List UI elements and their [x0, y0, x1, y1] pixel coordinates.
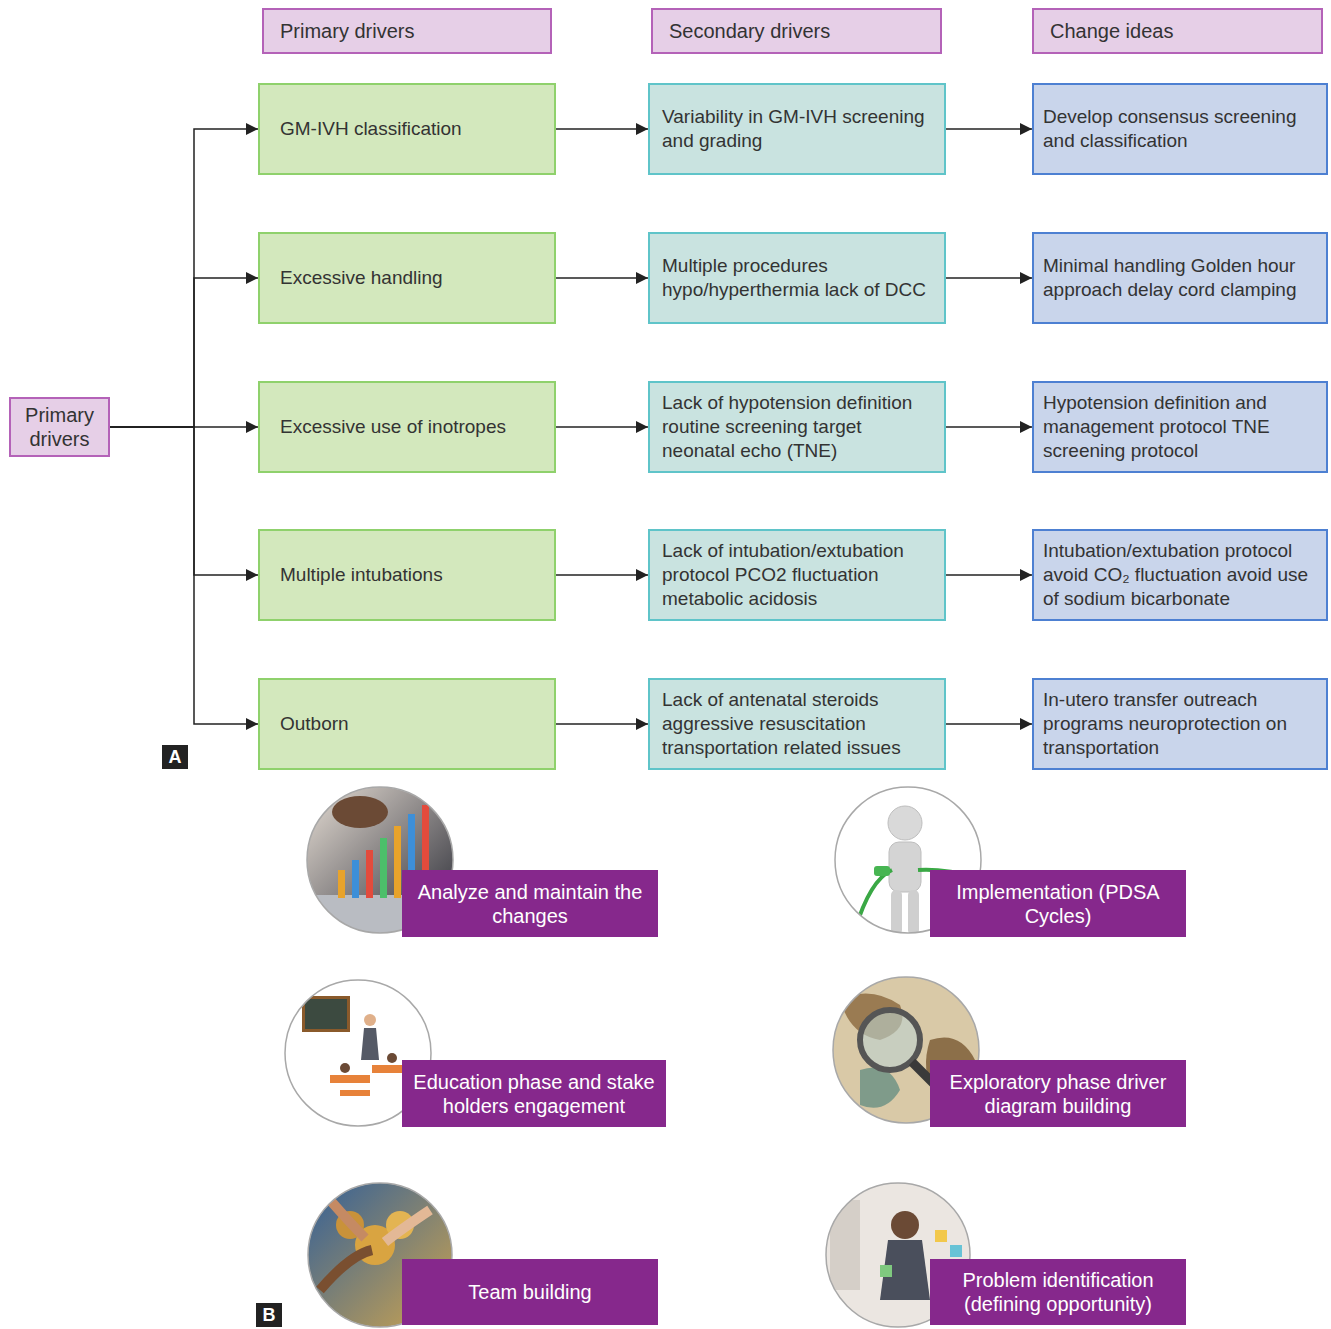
box-text: Change ideas: [1050, 19, 1173, 43]
arrow-connector: [946, 128, 1032, 130]
arrow-connector: [110, 129, 258, 427]
step-label-box: Team building: [402, 1259, 658, 1325]
box-text: Analyze and maintain the changes: [408, 880, 652, 928]
arrow-connector: [556, 128, 648, 130]
box-text: Team building: [468, 1280, 591, 1304]
box-text: Implementation (PDSA Cycles): [936, 880, 1180, 928]
box-text: Minimal handling Golden hour approach de…: [1043, 254, 1318, 302]
column-header: Primary drivers: [262, 8, 552, 54]
root-box: Primary drivers: [9, 397, 110, 457]
arrow-connector: [946, 723, 1032, 725]
primary-driver-box: Multiple intubations: [258, 529, 556, 621]
box-text: In-utero transfer outreach programs neur…: [1043, 688, 1318, 760]
arrow-connector: [556, 723, 648, 725]
secondary-driver-box: Variability in GM-IVH screening and grad…: [648, 83, 946, 175]
change-idea-box: Hypotension definition and management pr…: [1032, 381, 1328, 473]
column-header: Change ideas: [1032, 8, 1323, 54]
change-idea-box: Intubation/extubation protocol avoid CO₂…: [1032, 529, 1328, 621]
primary-driver-box: GM-IVH classification: [258, 83, 556, 175]
column-header: Secondary drivers: [651, 8, 942, 54]
arrow-connector: [946, 574, 1032, 576]
step-label-box: Education phase and stake holders engage…: [402, 1060, 666, 1127]
box-text: Outborn: [280, 712, 349, 736]
change-idea-box: Develop consensus screening and classifi…: [1032, 83, 1328, 175]
secondary-driver-box: Multiple procedures hypo/hyperthermia la…: [648, 232, 946, 324]
box-text: Primary drivers: [280, 19, 414, 43]
primary-driver-box: Excessive use of inotropes: [258, 381, 556, 473]
arrow-connector: [556, 574, 648, 576]
arrow-connector: [110, 427, 258, 724]
box-text: Problem identification (defining opportu…: [936, 1268, 1180, 1316]
box-text: Develop consensus screening and classifi…: [1043, 105, 1318, 153]
step-label-box: Analyze and maintain the changes: [402, 870, 658, 937]
arrow-connector: [946, 426, 1032, 428]
arrow-connector: [556, 277, 648, 279]
box-text: Lack of hypotension definition routine s…: [662, 391, 934, 463]
box-text: Education phase and stake holders engage…: [408, 1070, 660, 1118]
box-text: Multiple procedures hypo/hyperthermia la…: [662, 254, 934, 302]
step-label-box: Problem identification (defining opportu…: [930, 1259, 1186, 1325]
box-text: Excessive handling: [280, 266, 443, 290]
box-text: GM-IVH classification: [280, 117, 462, 141]
arrow-connector: [110, 427, 258, 575]
secondary-driver-box: Lack of hypotension definition routine s…: [648, 381, 946, 473]
box-text: Lack of antenatal steroids aggressive re…: [662, 688, 934, 760]
box-text: Variability in GM-IVH screening and grad…: [662, 105, 934, 153]
arrow-connector: [556, 426, 648, 428]
box-text: Hypotension definition and management pr…: [1043, 391, 1318, 463]
secondary-driver-box: Lack of intubation/extubation protocol P…: [648, 529, 946, 621]
box-text: Lack of intubation/extubation protocol P…: [662, 539, 934, 611]
box-text: Primary drivers: [15, 403, 104, 451]
secondary-driver-box: Lack of antenatal steroids aggressive re…: [648, 678, 946, 770]
step-label-box: Implementation (PDSA Cycles): [930, 870, 1186, 937]
panel-label: B: [256, 1303, 282, 1327]
panel-label: A: [162, 745, 188, 769]
change-idea-box: Minimal handling Golden hour approach de…: [1032, 232, 1328, 324]
step-label-box: Exploratory phase driver diagram buildin…: [930, 1060, 1186, 1127]
connector-layer: [110, 129, 1032, 724]
arrow-connector: [110, 278, 258, 427]
primary-driver-box: Excessive handling: [258, 232, 556, 324]
change-idea-box: In-utero transfer outreach programs neur…: [1032, 678, 1328, 770]
box-text: Multiple intubations: [280, 563, 443, 587]
arrow-connector: [946, 277, 1032, 279]
box-text: Intubation/extubation protocol avoid CO₂…: [1043, 539, 1318, 611]
box-text: Excessive use of inotropes: [280, 415, 506, 439]
box-text: Exploratory phase driver diagram buildin…: [936, 1070, 1180, 1118]
primary-driver-box: Outborn: [258, 678, 556, 770]
box-text: Secondary drivers: [669, 19, 830, 43]
